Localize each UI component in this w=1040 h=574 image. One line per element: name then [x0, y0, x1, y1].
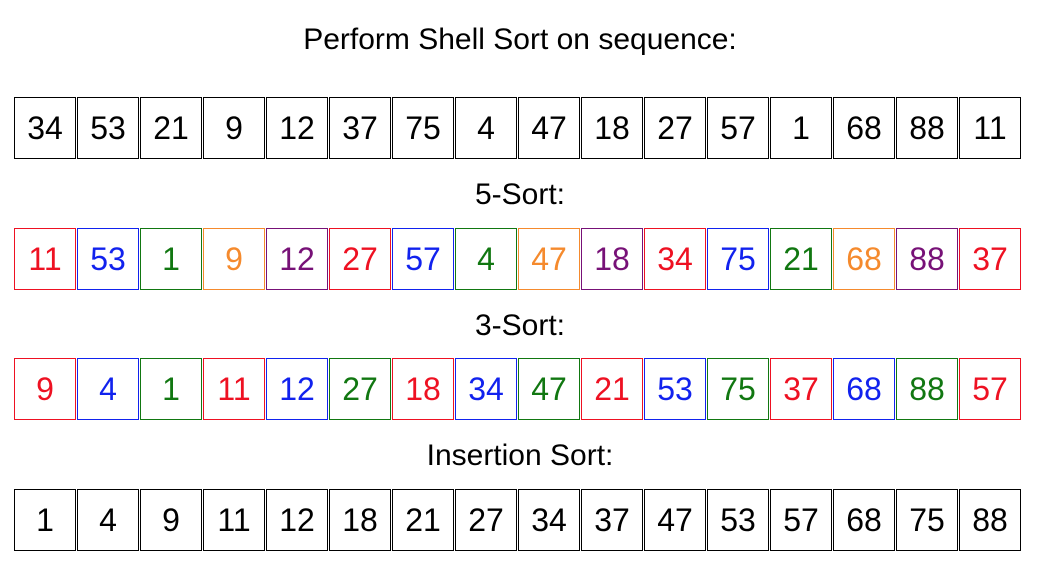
cell-five-sort-3: 9 [203, 228, 265, 290]
cell-insertion-sort-14: 75 [896, 489, 958, 551]
cell-three-sort-13: 68 [833, 358, 895, 420]
cell-five-sort-10: 34 [644, 228, 706, 290]
cell-original-4: 12 [266, 97, 328, 159]
label-five-sort: 5-Sort: [474, 178, 566, 211]
cell-insertion-sort-10: 47 [644, 489, 706, 551]
diagram-title: Perform Shell Sort on sequence: [303, 23, 737, 56]
cell-original-14: 88 [896, 97, 958, 159]
cell-three-sort-5: 27 [329, 358, 391, 420]
cell-three-sort-2: 1 [140, 358, 202, 420]
cell-five-sort-11: 75 [707, 228, 769, 290]
cell-insertion-sort-4: 12 [266, 489, 328, 551]
cell-three-sort-7: 34 [455, 358, 517, 420]
cell-five-sort-4: 12 [266, 228, 328, 290]
cell-five-sort-15: 37 [959, 228, 1021, 290]
cell-five-sort-9: 18 [581, 228, 643, 290]
cell-three-sort-8: 47 [518, 358, 580, 420]
cell-three-sort-0: 9 [14, 358, 76, 420]
cell-five-sort-0: 11 [14, 228, 76, 290]
cell-insertion-sort-5: 18 [329, 489, 391, 551]
cell-insertion-sort-13: 68 [833, 489, 895, 551]
cell-insertion-sort-3: 11 [203, 489, 265, 551]
cell-five-sort-13: 68 [833, 228, 895, 290]
cell-insertion-sort-7: 27 [455, 489, 517, 551]
cell-original-1: 53 [77, 97, 139, 159]
cell-three-sort-4: 12 [266, 358, 328, 420]
cell-insertion-sort-15: 88 [959, 489, 1021, 551]
cell-insertion-sort-0: 1 [14, 489, 76, 551]
cell-insertion-sort-2: 9 [140, 489, 202, 551]
cell-three-sort-1: 4 [77, 358, 139, 420]
cell-original-11: 57 [707, 97, 769, 159]
cell-insertion-sort-9: 37 [581, 489, 643, 551]
cell-original-9: 18 [581, 97, 643, 159]
cell-three-sort-15: 57 [959, 358, 1021, 420]
cell-three-sort-9: 21 [581, 358, 643, 420]
cell-three-sort-11: 75 [707, 358, 769, 420]
cell-original-15: 11 [959, 97, 1021, 159]
cell-insertion-sort-1: 4 [77, 489, 139, 551]
cell-three-sort-10: 53 [644, 358, 706, 420]
cell-original-10: 27 [644, 97, 706, 159]
cell-five-sort-14: 88 [896, 228, 958, 290]
cell-original-8: 47 [518, 97, 580, 159]
cell-original-7: 4 [455, 97, 517, 159]
cell-five-sort-5: 27 [329, 228, 391, 290]
cell-five-sort-7: 4 [455, 228, 517, 290]
cell-original-13: 68 [833, 97, 895, 159]
cell-five-sort-1: 53 [77, 228, 139, 290]
cell-insertion-sort-8: 34 [518, 489, 580, 551]
cell-three-sort-14: 88 [896, 358, 958, 420]
cell-insertion-sort-6: 21 [392, 489, 454, 551]
cell-original-6: 75 [392, 97, 454, 159]
cell-five-sort-2: 1 [140, 228, 202, 290]
label-three-sort: 3-Sort: [474, 309, 566, 342]
cell-original-3: 9 [203, 97, 265, 159]
cell-insertion-sort-11: 53 [707, 489, 769, 551]
cell-original-2: 21 [140, 97, 202, 159]
cell-five-sort-8: 47 [518, 228, 580, 290]
cell-three-sort-3: 11 [203, 358, 265, 420]
cell-original-12: 1 [770, 97, 832, 159]
label-insertion-sort: Insertion Sort: [426, 439, 614, 472]
cell-three-sort-12: 37 [770, 358, 832, 420]
cell-original-5: 37 [329, 97, 391, 159]
cell-original-0: 34 [14, 97, 76, 159]
cell-insertion-sort-12: 57 [770, 489, 832, 551]
cell-three-sort-6: 18 [392, 358, 454, 420]
cell-five-sort-12: 21 [770, 228, 832, 290]
cell-five-sort-6: 57 [392, 228, 454, 290]
